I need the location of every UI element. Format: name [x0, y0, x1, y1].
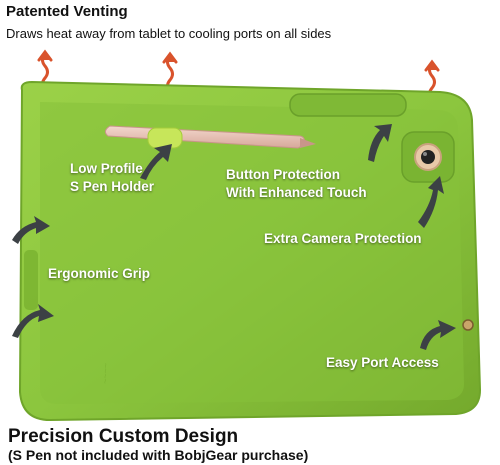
footer-note: (S Pen not included with BobjGear purcha…: [8, 447, 309, 463]
grip-callout: Ergonomic Grip: [48, 266, 151, 281]
callout-arrow-icon: [418, 176, 444, 228]
button-protection-line2: With Enhanced Touch: [226, 185, 367, 200]
button-protection-callout: Button Protection With Enhanced Touch: [226, 166, 367, 202]
callout-arrow-icon: [12, 216, 50, 244]
venting-subtitle: Draws heat away from tablet to cooling p…: [6, 26, 332, 41]
pen-holder-line1: Low Profile: [70, 161, 143, 176]
button-protection-line1: Button Protection: [226, 167, 340, 182]
footer-title: Precision Custom Design: [8, 426, 239, 447]
button-protection-bump: [289, 93, 407, 117]
camera-callout: Extra Camera Protection: [264, 231, 422, 246]
pen-holder-clip: [147, 127, 183, 149]
port-callout: Easy Port Access: [326, 355, 439, 370]
callout-arrow-icon: [368, 124, 392, 162]
pen-holder-callout: Low Profile S Pen Holder: [70, 160, 154, 196]
port-icon: [462, 319, 474, 331]
callout-arrow-icon: [420, 320, 456, 350]
pen-holder-line2: S Pen Holder: [70, 179, 155, 194]
svg-text:~~~~: ~~~~: [100, 363, 111, 384]
callout-arrow-icon: [12, 304, 54, 338]
venting-title: Patented Venting: [6, 3, 128, 20]
callout-arrow-icon: [140, 144, 172, 180]
